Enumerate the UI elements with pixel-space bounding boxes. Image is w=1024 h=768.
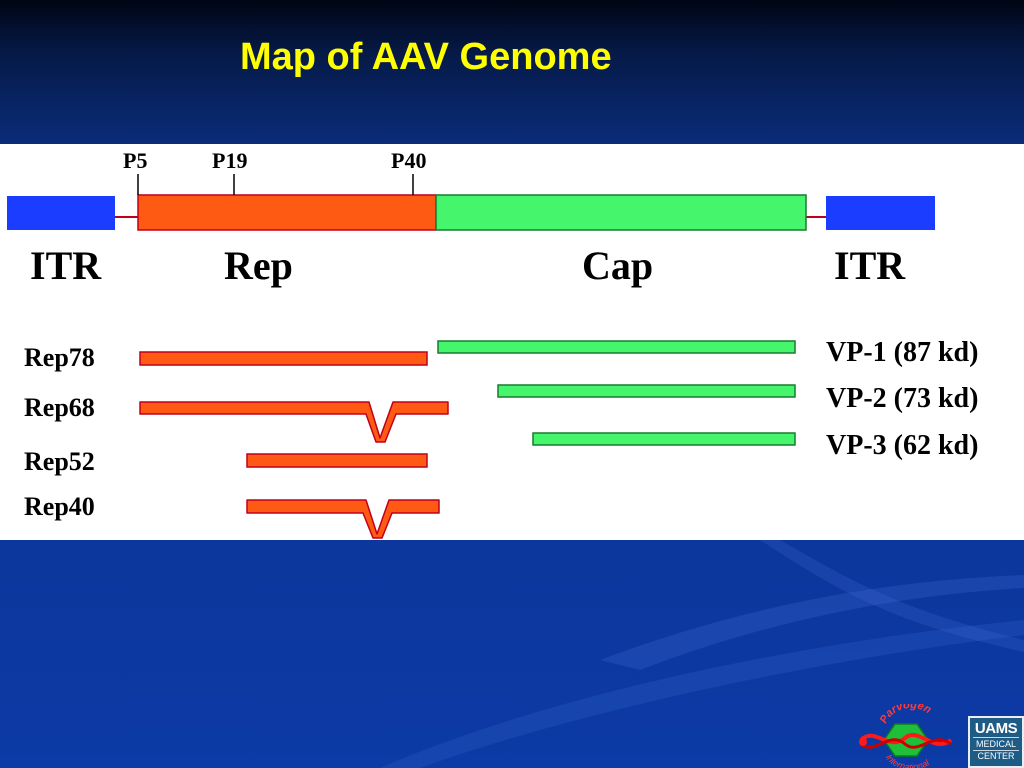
parvogen-logo-top-text: Parvogen: [878, 704, 934, 725]
vp1-bar: [437, 340, 796, 354]
genome-diagram: P5 P19 P40 ITR Rep Cap ITR Rep78 Rep68 R…: [7, 148, 978, 539]
uams-logo-line3: CENTER: [973, 750, 1019, 762]
rep78-label: Rep78: [24, 343, 95, 372]
rep68-bar: [139, 401, 449, 443]
slide-title: Map of AAV Genome: [240, 36, 612, 78]
rep52-bar: [246, 453, 428, 468]
rep40-bar: [246, 499, 440, 539]
cap-block: [435, 194, 807, 231]
parvogen-dna-icon: [859, 733, 953, 746]
segment-label-itr-right: ITR: [834, 243, 906, 288]
promoter-label-p19: P19: [212, 148, 247, 173]
genome-diagram-panel: P5 P19 P40 ITR Rep Cap ITR Rep78 Rep68 R…: [0, 144, 1024, 540]
vp1-label: VP-1 (87 kd): [826, 337, 978, 368]
vp3-label: VP-3 (62 kd): [826, 430, 978, 461]
vp2-bar: [497, 384, 796, 398]
rep68-label: Rep68: [24, 393, 95, 422]
rep-block: [137, 194, 437, 231]
vp2-label: VP-2 (73 kd): [826, 383, 978, 414]
uams-logo: UAMS MEDICAL CENTER: [968, 716, 1024, 768]
segment-label-cap: Cap: [582, 243, 653, 288]
rep78-bar: [139, 351, 428, 366]
itr-left-block: [7, 196, 115, 230]
uams-logo-line2: MEDICAL: [973, 737, 1019, 750]
segment-label-rep: Rep: [224, 243, 293, 288]
rep52-label: Rep52: [24, 447, 95, 476]
background-swoosh: [380, 540, 1024, 768]
rep40-label: Rep40: [24, 492, 95, 521]
itr-right-block: [826, 196, 935, 230]
uams-logo-line1: UAMS: [974, 720, 1018, 737]
parvogen-logo: Parvogen International: [859, 704, 953, 768]
promoter-label-p5: P5: [123, 148, 147, 173]
promoter-label-p40: P40: [391, 148, 426, 173]
vp3-bar: [532, 432, 796, 446]
segment-label-itr-left: ITR: [30, 243, 102, 288]
